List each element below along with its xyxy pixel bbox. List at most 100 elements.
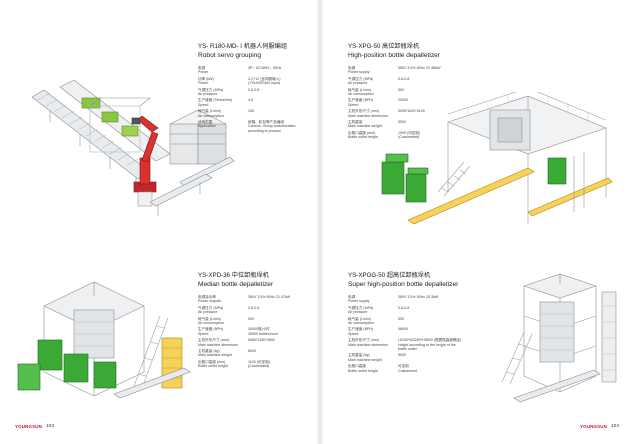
spec-label-en: Main machine dimension	[348, 342, 388, 347]
spec-label-cn: 耗气量 (L/min)	[198, 316, 221, 321]
spec-value: 380V 3.5% 50Hz 21.47kW	[248, 295, 291, 299]
spec-value: 30000 bottles/hour	[248, 331, 278, 336]
spec-value: 550	[398, 316, 404, 321]
spec-label-cn: 耗气量 (L/min)	[348, 87, 371, 92]
spec-label-cn: 电源	[198, 66, 206, 70]
spec-label-en: Air consumption	[348, 321, 374, 326]
spec-label-en: Power	[198, 81, 209, 86]
spec-label-cn: 主机外形尺寸 (mm)	[198, 338, 229, 343]
product-super-high-position-depalletizer: YS-XPGG-50 超高位卸瓶垛机 Super high-position b…	[348, 272, 461, 375]
spec-label-en: Bottle outlet height	[198, 364, 228, 369]
spec-label-cn: 气源压力 (MPa)	[198, 305, 224, 310]
spec-value: 1100 (可定制)	[248, 359, 270, 364]
spec-row: 耗气量 (L/min)Air consumption 500	[198, 317, 290, 326]
spec-value: 0.6-0.8	[248, 305, 260, 310]
spec-label-en: Main machine dimension	[348, 113, 388, 118]
spec-value: 可定制	[398, 364, 409, 369]
spec-row: 主机重量 (kg)Main machine weight 8000	[198, 349, 290, 358]
spec-label-cn: 主机重量 (kg)	[198, 349, 220, 354]
spec-label-en: Bottle outlet height	[348, 368, 378, 373]
spec-label-cn: 气源压力 (MPa)	[348, 76, 374, 81]
product-title-en: High-position bottle depalletizer	[348, 52, 441, 59]
spec-label-cn: 耗气量 (L/min)	[348, 316, 371, 321]
spec-label-cn: 主机重量	[348, 120, 363, 125]
spec-label-en: Air pressure	[348, 81, 368, 86]
spec-value: 3.2+12 (含伺服输入)	[248, 76, 281, 81]
product-title-cn: YS- R180-MD- I 机器人伺服编组	[198, 43, 288, 50]
spec-value: 0.6-0.8	[398, 305, 410, 310]
spec-row: 生产速度 (Times/min)Speed 4-6	[198, 98, 296, 107]
spec-label-en: Speed	[348, 102, 359, 107]
spec-value: Height according to the height of the	[398, 342, 456, 347]
spec-value: 0.6-0.8	[248, 87, 260, 92]
robot-servo-grouping-illustration	[30, 62, 235, 232]
spec-label-cn: 生产速度 (BPH)	[348, 98, 374, 103]
spec-label-en: Main machine weight	[348, 124, 382, 129]
spec-label-cn: 适用范围	[198, 120, 213, 125]
spec-row: 生产速度 (BPH)Speed 48000	[348, 327, 461, 336]
median-depalletizer-illustration	[14, 276, 196, 409]
spec-label-en: Power	[198, 70, 209, 75]
spec-value: L6150*W2280*H5500 (根据瓶高度确定)	[398, 338, 462, 343]
brand-logo-right: YOUNGSUN	[580, 424, 607, 429]
spec-label-en: Air consumption	[348, 92, 374, 97]
spec-label-en: Speed	[198, 102, 209, 107]
spec-value: 8000	[248, 349, 256, 354]
product-median-depalletizer: YS-XPD-36 中位卸瓶垛机 Median bottle depalleti…	[198, 272, 290, 371]
product-title-cn: YS-XPG-50 高位卸瓶垛机	[348, 43, 420, 50]
spec-label-en: Bottle outlet height	[348, 135, 378, 140]
spec-label-en: Speed	[198, 331, 209, 336]
page-number-right: 104	[610, 424, 619, 429]
spec-value: 9000	[398, 353, 406, 358]
product-title-en: Robot servo grouping	[198, 52, 262, 59]
spec-label-cn: 电源	[348, 66, 356, 70]
left-page-footer: YOUNGSUN 103	[15, 424, 54, 429]
spec-label-cn: 出瓶口高度	[348, 364, 366, 369]
spec-label-en: Main machine weight	[198, 353, 232, 358]
spec-value: 380V 3.5% 50Hz 2X 85kW	[398, 66, 441, 70]
spec-value: 5500	[398, 120, 406, 125]
spec-label-en: Air consumption	[198, 321, 224, 326]
spec-label-en: Air consumption	[198, 113, 224, 118]
spec-label-cn: 出瓶口高度 (mm)	[348, 130, 376, 135]
page-number-left: 103	[45, 424, 54, 429]
spec-value: 4-6	[248, 98, 254, 103]
spec-label-en: Main machine dimension	[198, 342, 238, 347]
spec-value: Cartons, Group customization	[248, 124, 296, 129]
spec-value: 48000	[398, 327, 408, 332]
spec-label-cn: 电源	[348, 295, 356, 299]
spec-value: 500	[248, 316, 254, 321]
spec-label-en: Air pressure	[348, 310, 368, 315]
spec-value: (Customized)	[248, 364, 270, 369]
spec-label-en: Air pressure	[198, 92, 218, 97]
spec-value: 100	[248, 109, 254, 114]
spec-label-en: Power supply	[348, 70, 370, 75]
product-title-en: Super high-position bottle depalletizer	[348, 281, 459, 288]
spec-label-en: Application	[198, 124, 216, 129]
spec-label-en: Speed	[348, 331, 359, 336]
spec-value: 3P：AC380V；50Hz	[248, 66, 282, 70]
spec-label-cn: 生产速度 (BPH)	[348, 327, 374, 332]
spec-value: 纸箱、胶包等产品编组	[248, 120, 284, 125]
spec-label-cn: 生产速度 (Times/min)	[198, 98, 233, 103]
spec-label-en: Power supply	[348, 299, 370, 304]
super-high-position-depalletizer-illustration	[494, 272, 630, 409]
spec-value: (YOUNGSUN input)	[248, 81, 280, 86]
